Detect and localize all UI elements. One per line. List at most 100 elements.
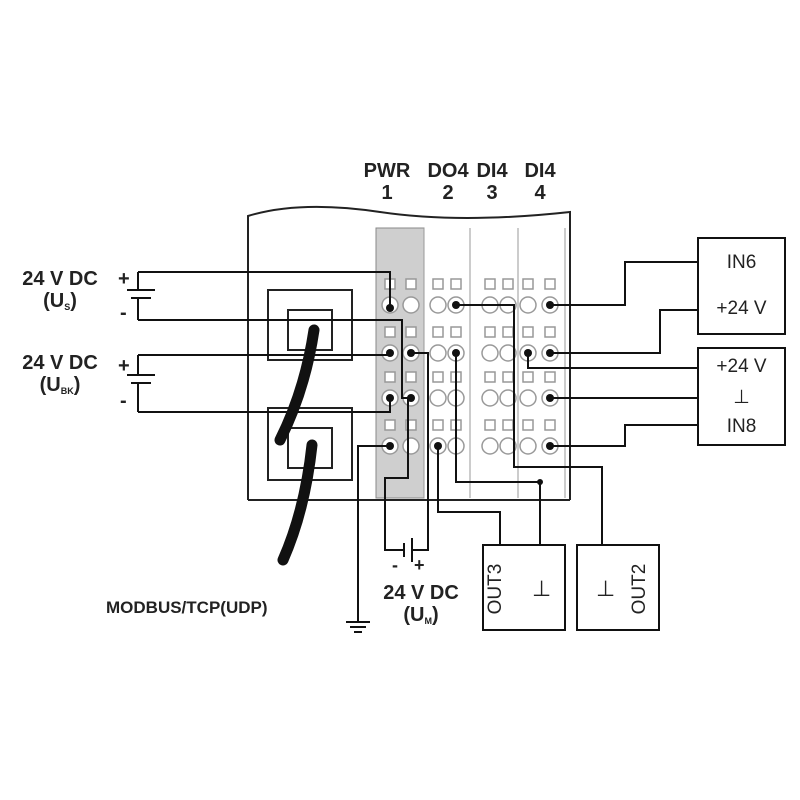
terminal-release (502, 278, 514, 290)
wire-ubk-minus (138, 398, 391, 413)
terminal-release (432, 326, 444, 338)
terminal-release (522, 371, 534, 383)
terminal-release (544, 326, 556, 338)
terminal-point (481, 437, 499, 455)
terminal-release (450, 278, 462, 290)
network-cable-lower (277, 439, 318, 566)
voltage: 24 V DC (383, 582, 459, 604)
subscript: M (424, 616, 432, 626)
wire-ground (357, 445, 390, 622)
terminal-release (384, 326, 396, 338)
wire-do-out3 (455, 353, 541, 545)
in8-24v-label: +24 V (716, 356, 767, 377)
terminal-release (432, 419, 444, 431)
module-number: 1 (381, 182, 393, 204)
module-number: 3 (486, 182, 498, 204)
terminal-point (402, 437, 420, 455)
module-name: DI4 (476, 160, 508, 182)
wire-um (384, 352, 429, 551)
terminal-release (384, 419, 396, 431)
wire-in6-24v (550, 309, 698, 354)
minus-sign: - (392, 555, 398, 575)
paren: ) (431, 604, 439, 626)
terminal-point (499, 344, 517, 362)
wire-us-minus (138, 319, 411, 399)
terminal-release (502, 371, 514, 383)
wire-in8 (550, 424, 698, 447)
wire-do-gnd (437, 446, 501, 545)
terminal-point (481, 344, 499, 362)
out2-device (576, 544, 660, 631)
terminal-point (429, 389, 447, 407)
out2-label: OUT2 (629, 563, 650, 615)
minus-sign: - (120, 302, 127, 324)
supply-us-label: 24 V DC(US) (8, 268, 112, 318)
wire-do-out2 (456, 304, 603, 545)
terminal-release (384, 371, 396, 383)
terminal-release (405, 419, 417, 431)
terminal-point (429, 296, 447, 314)
plus-sign: + (118, 268, 130, 290)
symbol: (U (43, 290, 65, 312)
voltage: 24 V DC (22, 268, 98, 290)
terminal-release (484, 278, 496, 290)
in6-label: IN6 (726, 252, 757, 273)
terminal-release (405, 326, 417, 338)
symbol: (U (403, 604, 425, 626)
terminal-release (522, 419, 534, 431)
wire-in8-24v (527, 353, 698, 369)
module-name: DO4 (427, 160, 469, 182)
out2-ground-symbol: ⊥ (596, 576, 616, 601)
subscript: BK (60, 386, 74, 396)
pwr-module (375, 227, 425, 499)
terminal-release (405, 278, 417, 290)
terminal-point (519, 389, 537, 407)
module-name: DI4 (524, 160, 556, 182)
terminal-release (544, 371, 556, 383)
ground-symbol (346, 621, 370, 633)
symbol: (U (39, 374, 61, 396)
terminal-release (544, 278, 556, 290)
paren: ) (70, 290, 77, 312)
terminal-release (432, 371, 444, 383)
in8-label: IN8 (726, 416, 757, 437)
module-name: PWR (363, 160, 411, 182)
subscript: S (64, 302, 71, 312)
paren: ) (73, 374, 81, 396)
terminal-release (484, 419, 496, 431)
terminal-point (519, 437, 537, 455)
terminal-point (402, 296, 420, 314)
in6-device (697, 237, 786, 335)
out3-device (482, 544, 566, 631)
terminal-release (544, 419, 556, 431)
terminal-release (522, 278, 534, 290)
terminal-point (429, 344, 447, 362)
terminal-point (499, 437, 517, 455)
module-number: 4 (534, 182, 546, 204)
terminal-release (450, 326, 462, 338)
terminal-point (519, 296, 537, 314)
controller-outline (247, 205, 571, 500)
terminal-point (481, 389, 499, 407)
module-number: 2 (442, 182, 454, 204)
network-label: MODBUS/TCP(UDP) (106, 598, 268, 617)
in6-24v-label: +24 V (716, 298, 767, 319)
terminal-release (502, 326, 514, 338)
minus-sign: - (120, 390, 127, 412)
plus-sign: + (118, 355, 130, 377)
terminal-release (522, 326, 534, 338)
network-cable-upper (274, 324, 320, 446)
terminal-release (432, 278, 444, 290)
terminal-release (405, 371, 417, 383)
voltage: 24 V DC (22, 352, 98, 374)
supply-ubk-label: 24 V DC(UBK) (8, 352, 112, 402)
wire-us-plus (138, 271, 391, 306)
out3-ground-symbol: ⊥ (532, 576, 552, 601)
terminal-point (499, 389, 517, 407)
